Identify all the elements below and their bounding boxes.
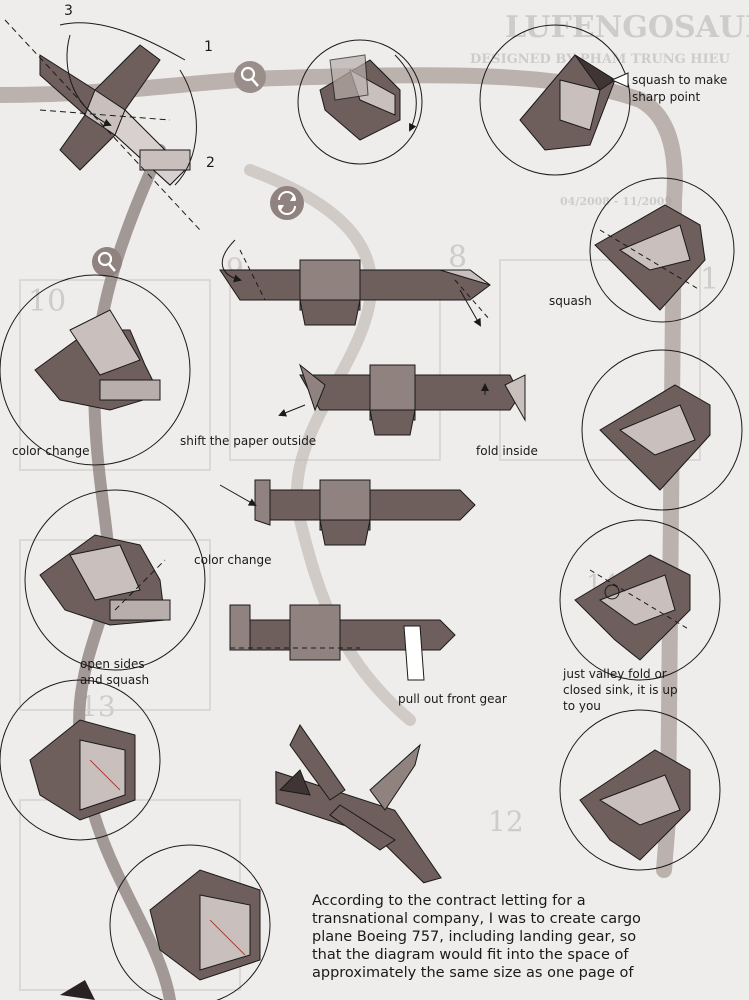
fold-arc (60, 23, 185, 60)
finished-plane (257, 725, 456, 887)
label-valley-fold-1: just valley fold or (563, 667, 667, 682)
paragraph-line: According to the contract letting for a (312, 892, 712, 910)
step-bottom-left (150, 870, 260, 980)
paragraph-line: approximately the same size as one page … (312, 964, 712, 982)
label-squash: squash (549, 294, 592, 309)
step-number-3: 3 (64, 4, 73, 19)
label-valley-fold-2: closed sink, it is up (563, 683, 678, 698)
magnifier-icon (234, 61, 266, 93)
label-open-sides-2: and squash (80, 673, 149, 688)
arrow-icon (280, 405, 305, 415)
label-valley-fold-3: to you (563, 699, 601, 714)
step-number-2: 2 (206, 156, 215, 171)
paragraph-line: that the diagram would fit into the spac… (312, 946, 712, 964)
arrow-icon (220, 485, 255, 505)
label-shift-outside: shift the paper outside (180, 434, 316, 449)
fuselage-step-3 (255, 480, 475, 545)
step-open-sides (40, 535, 170, 625)
magnifier-icon (92, 247, 122, 277)
step-square-left (30, 720, 135, 820)
rotate-icon (270, 186, 304, 220)
label-squash-sharp-1: squash to make (632, 73, 727, 88)
label-squash-sharp-2: sharp point (632, 90, 700, 105)
fuselage-step-2 (300, 365, 525, 435)
step-number-1: 1 (204, 40, 213, 55)
fuselage-step-1 (220, 250, 490, 325)
label-color-change-mid: color change (194, 553, 272, 568)
label-open-sides-1: open sides (80, 657, 145, 672)
paragraph-line: transnational company, I was to create c… (312, 910, 712, 928)
step-fold-base (5, 20, 200, 230)
step-fold-right (600, 385, 710, 490)
step-sharp-point (520, 55, 615, 150)
paragraph-line: plane Boeing 757, including landing gear… (312, 928, 712, 946)
description-paragraph: According to the contract letting for a … (312, 892, 712, 982)
label-fold-inside: fold inside (476, 444, 538, 459)
step-color-change-left (35, 310, 160, 410)
label-color-change-left: color change (12, 444, 90, 459)
label-pull-gear: pull out front gear (398, 692, 507, 707)
step-squash-right (595, 205, 705, 310)
pull-gear-arrow (404, 626, 424, 680)
